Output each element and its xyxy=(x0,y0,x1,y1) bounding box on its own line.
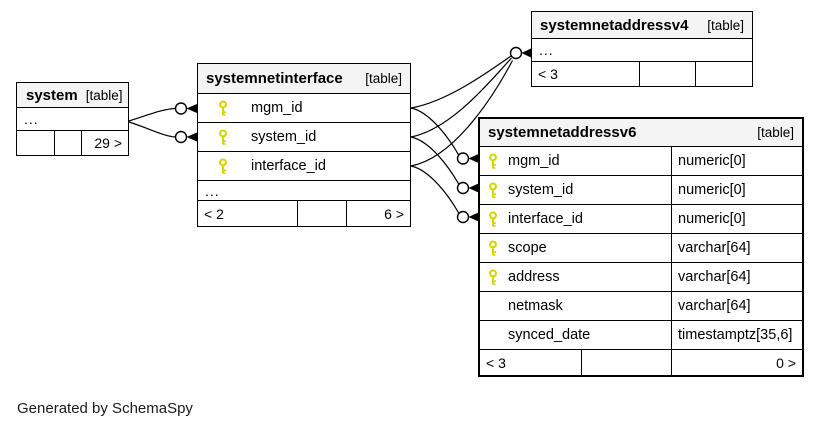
edge-interfaceid-to-v4 xyxy=(410,60,514,167)
footer-cell-right: 29 > xyxy=(81,131,128,155)
column-name: scope xyxy=(508,240,547,256)
generated-by-note: Generated by SchemaSpy xyxy=(17,400,193,417)
column-row-interface_id[interactable]: interface_id numeric[0] xyxy=(480,205,802,234)
footer-cell-mid xyxy=(639,62,695,86)
primary-key-icon xyxy=(487,210,499,228)
primary-key-icon xyxy=(487,239,499,257)
column-name: interface_id xyxy=(251,158,326,174)
table-name: systemnetaddressv4 xyxy=(540,16,689,34)
table-systemnetaddressv6-header[interactable]: systemnetaddressv6 [table] xyxy=(480,119,802,147)
odot-connector xyxy=(174,130,188,144)
table-systemnetaddressv6[interactable]: systemnetaddressv6 [table] mgm_id numeri… xyxy=(478,117,804,377)
column-row-address[interactable]: address varchar[64] xyxy=(480,263,802,292)
collapsed-columns-row[interactable]: ... xyxy=(17,108,128,131)
table-systemnetaddressv4-header[interactable]: systemnetaddressv4 [table] xyxy=(532,12,752,39)
arrowhead-icon xyxy=(468,212,479,222)
arrowhead-icon xyxy=(186,103,198,114)
column-row-scope[interactable]: scope varchar[64] xyxy=(480,234,802,263)
edge-mgm-to-v4 xyxy=(410,55,512,109)
footer-cell-left: < 3 xyxy=(538,66,558,82)
table-tag: [table] xyxy=(707,17,744,33)
table-name: systemnetinterface xyxy=(206,70,343,87)
edge-mgm-to-v6 xyxy=(410,107,460,156)
table-systemnetinterface-footer: < 2 6 > xyxy=(198,201,410,226)
odot-connector xyxy=(456,152,470,165)
footer-cell-mid xyxy=(581,350,671,375)
column-row-system_id[interactable]: system_id xyxy=(198,123,410,152)
column-name: mgm_id xyxy=(508,153,560,169)
collapsed-columns-row[interactable]: ... xyxy=(198,181,410,201)
table-tag: [table] xyxy=(85,87,123,103)
column-row-mgm_id[interactable]: mgm_id xyxy=(198,94,410,123)
table-tag: [table] xyxy=(365,71,402,86)
primary-key-icon xyxy=(487,181,499,199)
collapsed-columns-row[interactable]: ... xyxy=(532,39,752,62)
table-systemnetaddressv6-footer: < 3 0 > xyxy=(480,350,802,375)
column-name: address xyxy=(508,269,560,285)
column-name: netmask xyxy=(508,298,563,314)
footer-cell-mid xyxy=(54,131,81,155)
table-systemnetaddressv4-footer: < 3 xyxy=(532,62,752,86)
column-name: interface_id xyxy=(508,211,583,227)
column-type: varchar[64] xyxy=(671,234,802,262)
table-name: system xyxy=(26,86,78,104)
footer-cell-left: < 3 xyxy=(486,354,506,371)
primary-key-icon xyxy=(217,157,229,175)
column-name: mgm_id xyxy=(251,100,303,116)
arrowhead-icon xyxy=(468,153,479,164)
column-name: system_id xyxy=(508,182,574,198)
edge-system-to-mgm xyxy=(128,107,176,122)
column-row-mgm_id[interactable]: mgm_id numeric[0] xyxy=(480,147,802,176)
table-name: systemnetaddressv6 xyxy=(488,124,637,141)
footer-cell-right xyxy=(695,62,752,86)
footer-cell-right: 0 > xyxy=(671,350,802,375)
column-row-interface_id[interactable]: interface_id xyxy=(198,152,410,181)
table-system-footer: 29 > xyxy=(17,131,128,155)
odot-connector xyxy=(456,181,470,195)
key-icon-spacer xyxy=(487,298,499,315)
footer-cell-mid xyxy=(297,201,346,226)
primary-key-icon xyxy=(487,268,499,286)
edge-system-to-systemid xyxy=(128,121,176,138)
primary-key-icon xyxy=(217,99,229,117)
odot-connector xyxy=(174,102,188,115)
column-name: synced_date xyxy=(508,327,591,343)
column-row-synced_date[interactable]: synced_date timestamptz[35,6] xyxy=(480,321,802,350)
odot-connector xyxy=(456,210,470,224)
footer-cell-right: 6 > xyxy=(346,201,410,226)
arrowhead-icon xyxy=(468,183,479,193)
column-type: numeric[0] xyxy=(671,205,802,233)
key-icon-spacer xyxy=(487,327,499,344)
footer-cell-left: < 2 xyxy=(204,205,224,222)
table-system[interactable]: system [table] ... 29 > xyxy=(16,82,129,156)
table-systemnetaddressv4[interactable]: systemnetaddressv4 [table] ... < 3 xyxy=(531,11,753,87)
odot-connector xyxy=(509,46,523,60)
table-systemnetinterface[interactable]: systemnetinterface [table] mgm_id xyxy=(197,63,411,227)
column-type: varchar[64] xyxy=(671,263,802,291)
edge-systemid-to-v6 xyxy=(410,136,460,185)
column-type: varchar[64] xyxy=(671,292,802,320)
column-type: numeric[0] xyxy=(671,147,802,175)
column-type: numeric[0] xyxy=(671,176,802,204)
primary-key-icon xyxy=(217,128,229,146)
column-type: timestamptz[35,6] xyxy=(671,321,802,349)
primary-key-icon xyxy=(487,152,499,170)
table-system-header[interactable]: system [table] xyxy=(17,83,128,108)
table-systemnetinterface-header[interactable]: systemnetinterface [table] xyxy=(198,64,410,94)
arrowhead-icon xyxy=(186,132,198,142)
arrowhead-icon xyxy=(521,48,532,58)
column-row-netmask[interactable]: netmask varchar[64] xyxy=(480,292,802,321)
edge-interfaceid-to-v6 xyxy=(410,165,460,214)
column-name: system_id xyxy=(251,129,317,145)
column-row-system_id[interactable]: system_id numeric[0] xyxy=(480,176,802,205)
footer-cell-left xyxy=(17,131,54,155)
edge-systemid-to-v4 xyxy=(410,57,512,138)
table-tag: [table] xyxy=(757,125,794,140)
